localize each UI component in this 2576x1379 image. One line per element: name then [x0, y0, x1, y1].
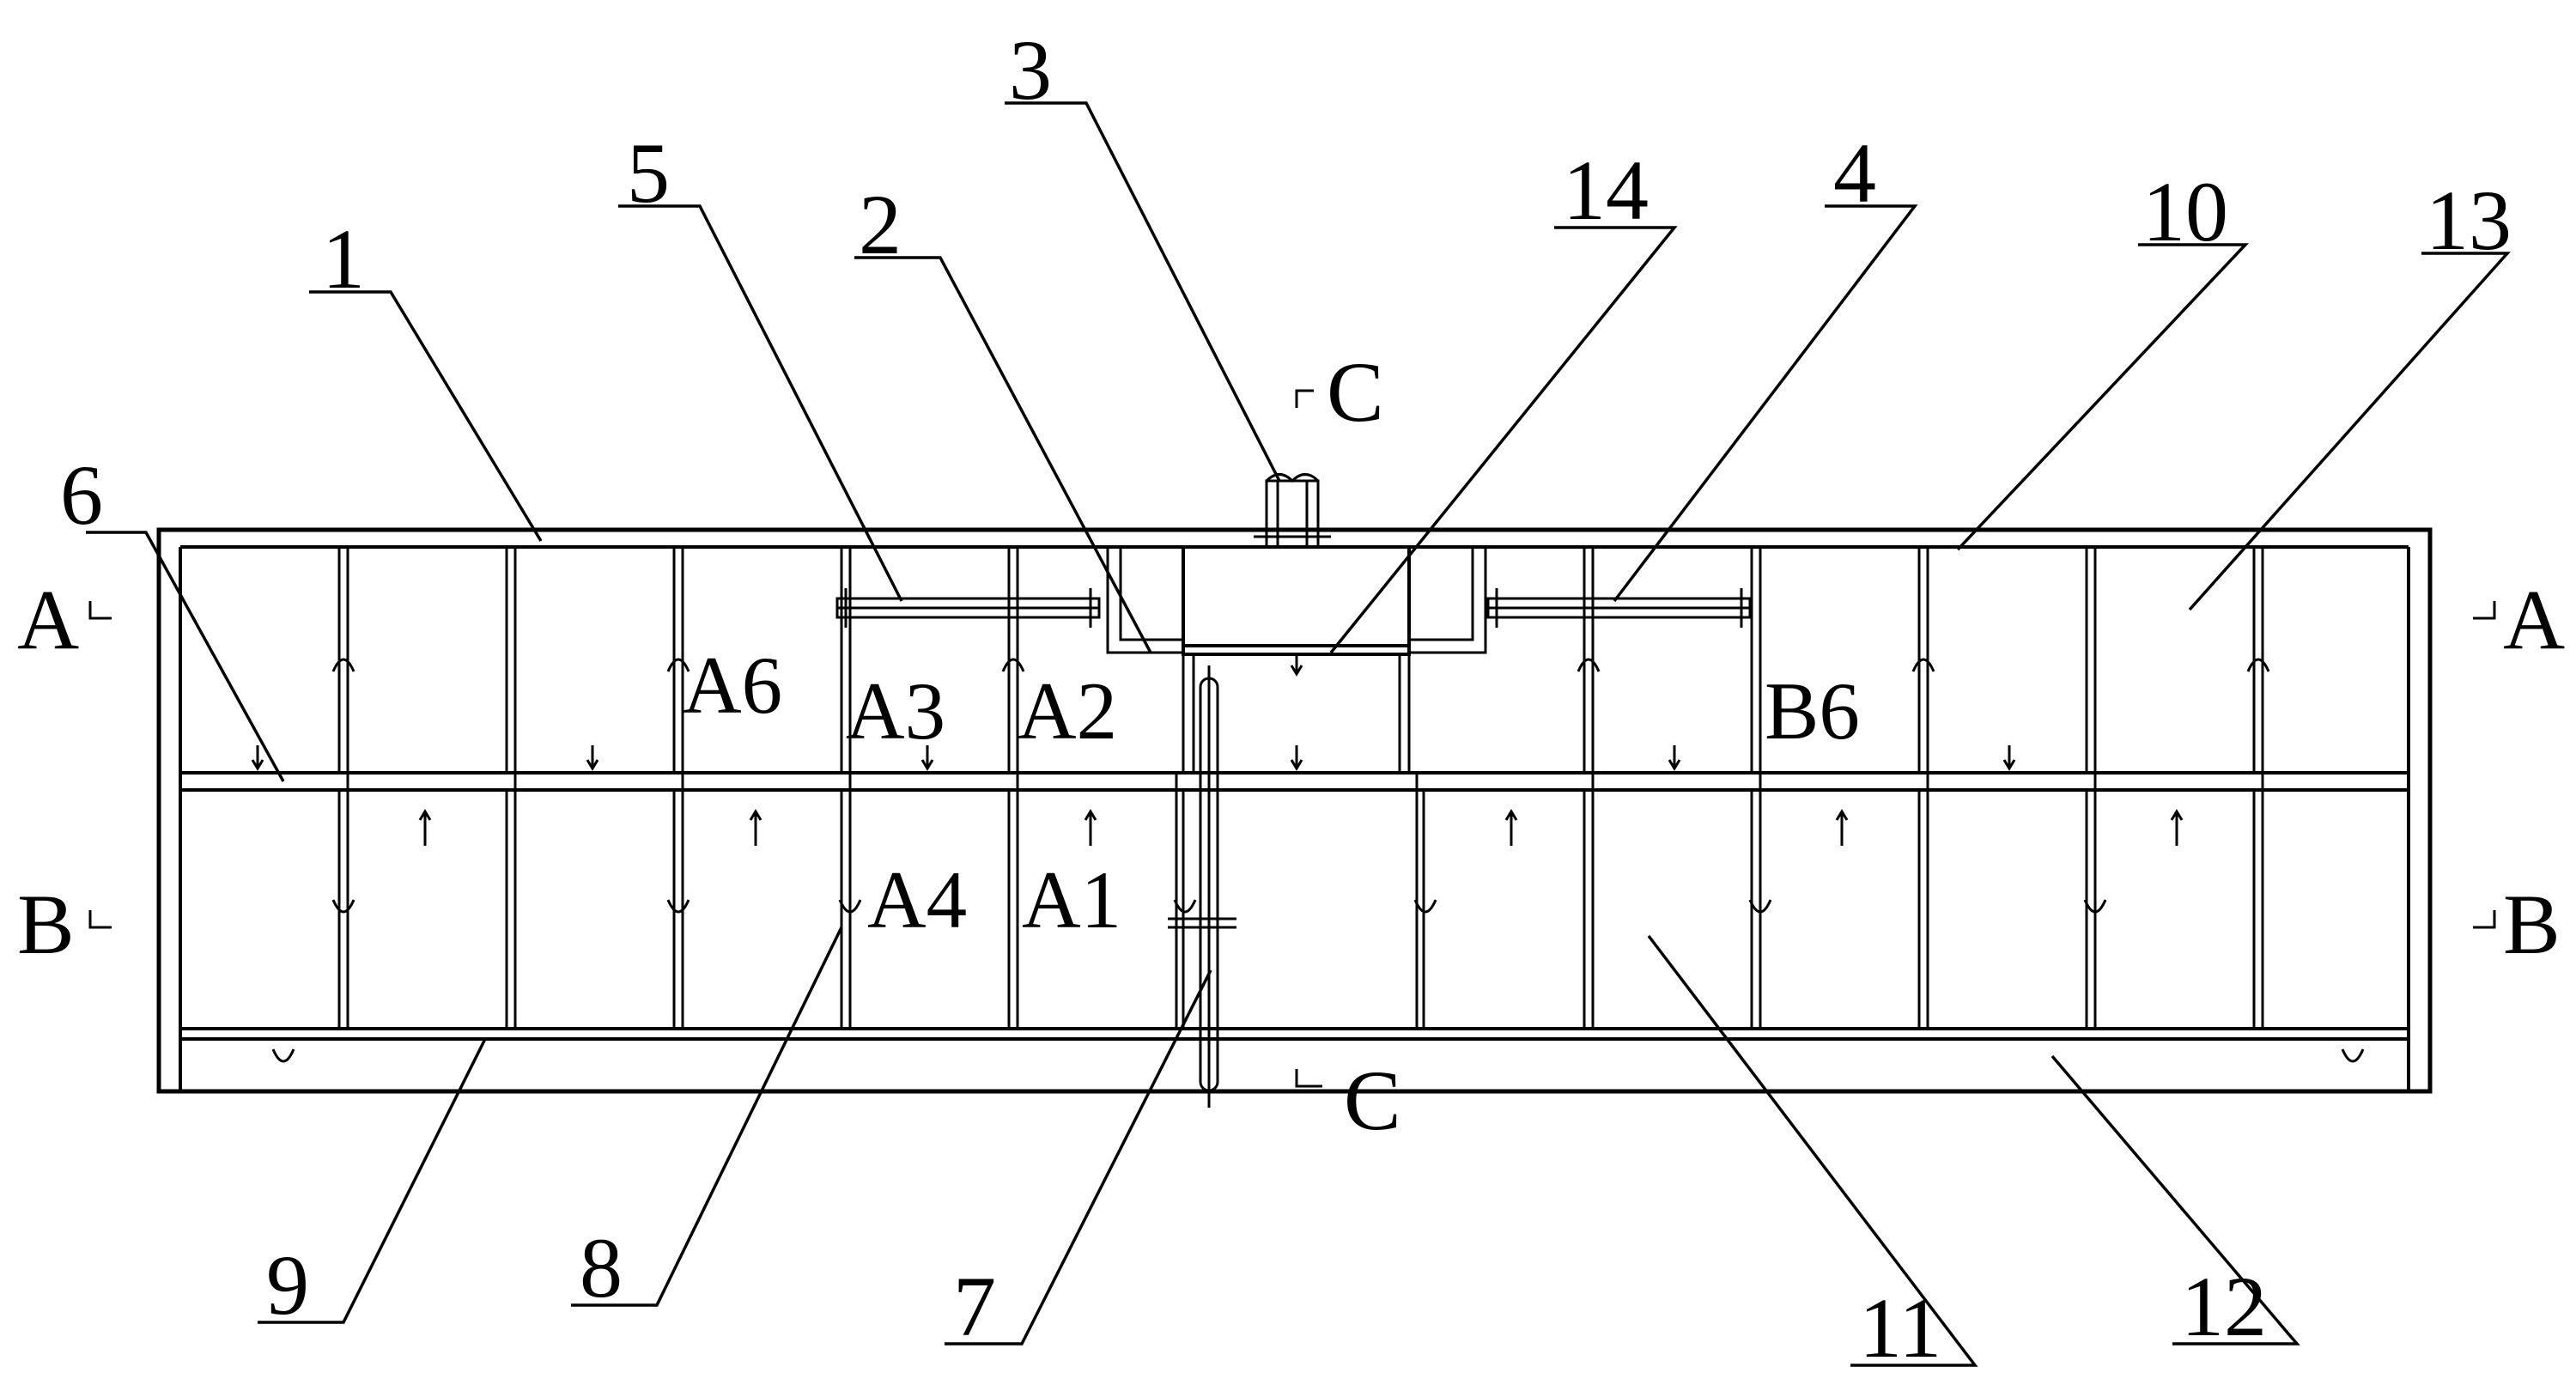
- section-b-left: B: [17, 877, 75, 972]
- flow-arrow-head: [749, 809, 762, 821]
- pipe-5: [835, 588, 1101, 628]
- flow-arrow-head: [1290, 665, 1303, 677]
- flow-curl-arrow: [1173, 899, 1197, 914]
- leader-lines: [86, 101, 2511, 1367]
- section-marks: [88, 389, 2496, 1088]
- callout-2: 2: [859, 177, 902, 272]
- flow-arrow-head: [920, 759, 934, 771]
- compartment-a1: A1: [1022, 854, 1121, 945]
- flow-curl-arrow: [1001, 658, 1025, 672]
- section-a-left: A: [17, 572, 79, 667]
- callout-13: 13: [2426, 173, 2512, 268]
- flow-arrow-head: [1504, 809, 1518, 821]
- callout-10: 10: [2142, 164, 2228, 259]
- flow-arrow-head: [251, 759, 264, 771]
- compartment-a2: A2: [1018, 665, 1117, 756]
- compartment-walls: [337, 547, 2264, 1029]
- flow-arrow-head: [418, 809, 432, 821]
- callout-1: 1: [322, 211, 365, 307]
- callout-9: 9: [266, 1237, 309, 1333]
- callout-3: 3: [1009, 22, 1052, 118]
- callout-6: 6: [60, 447, 103, 543]
- flow-curl-arrow: [2083, 899, 2107, 914]
- compartment-a6: A6: [683, 640, 782, 731]
- flow-arrow-head: [2002, 759, 2016, 771]
- flow-curl-arrow: [666, 658, 690, 672]
- middle-channel: [180, 771, 2409, 792]
- callout-labels: 1 2 3 4 5 6 7 8 9 10 11 12 13 14: [60, 22, 2512, 1376]
- compartment-a4: A4: [867, 854, 967, 945]
- compartment-b6: B6: [1765, 665, 1860, 756]
- flow-curl-arrow: [666, 899, 690, 914]
- section-c-bottom: C: [1344, 1053, 1401, 1148]
- center-inlet-box: [1106, 473, 1487, 773]
- compartment-labels: A6 A3 A2 A4 A1 B6: [683, 640, 1860, 945]
- callout-11: 11: [1859, 1280, 1941, 1376]
- flow-arrow-head: [2170, 809, 2184, 821]
- flow-curl-arrow: [271, 1048, 295, 1063]
- flow-arrow-head: [1668, 759, 1681, 771]
- callout-12: 12: [2181, 1259, 2267, 1354]
- flow-curl-arrow: [331, 899, 355, 914]
- callout-14: 14: [1563, 143, 1649, 238]
- section-b-right: B: [2503, 877, 2561, 972]
- flow-arrow-head: [1835, 809, 1849, 821]
- pipe-7: [1168, 665, 1236, 1108]
- flow-arrows: [251, 653, 2365, 1063]
- flow-curl-arrow: [331, 658, 355, 672]
- pipe-4: [1486, 588, 1752, 628]
- flow-arrow-head: [1290, 759, 1303, 771]
- callout-7: 7: [953, 1259, 996, 1354]
- compartment-a3: A3: [846, 665, 945, 756]
- flow-curl-arrow: [1911, 658, 1935, 672]
- callout-5: 5: [627, 125, 670, 221]
- section-labels: A A B B C C: [17, 344, 2565, 1148]
- flow-curl-arrow: [2246, 658, 2270, 672]
- section-a-right: A: [2503, 572, 2565, 667]
- flow-curl-arrow: [2341, 1048, 2365, 1063]
- flow-curl-arrow: [838, 899, 862, 914]
- callout-4: 4: [1833, 125, 1876, 221]
- flow-curl-arrow: [1413, 899, 1437, 914]
- callout-8: 8: [580, 1220, 623, 1315]
- section-c-top: C: [1327, 344, 1384, 440]
- flow-arrow-head: [1084, 809, 1097, 821]
- flow-curl-arrow: [1577, 658, 1601, 672]
- tank-frame: [156, 527, 2433, 1094]
- flow-curl-arrow: [1748, 899, 1772, 914]
- flow-arrow-head: [586, 759, 599, 771]
